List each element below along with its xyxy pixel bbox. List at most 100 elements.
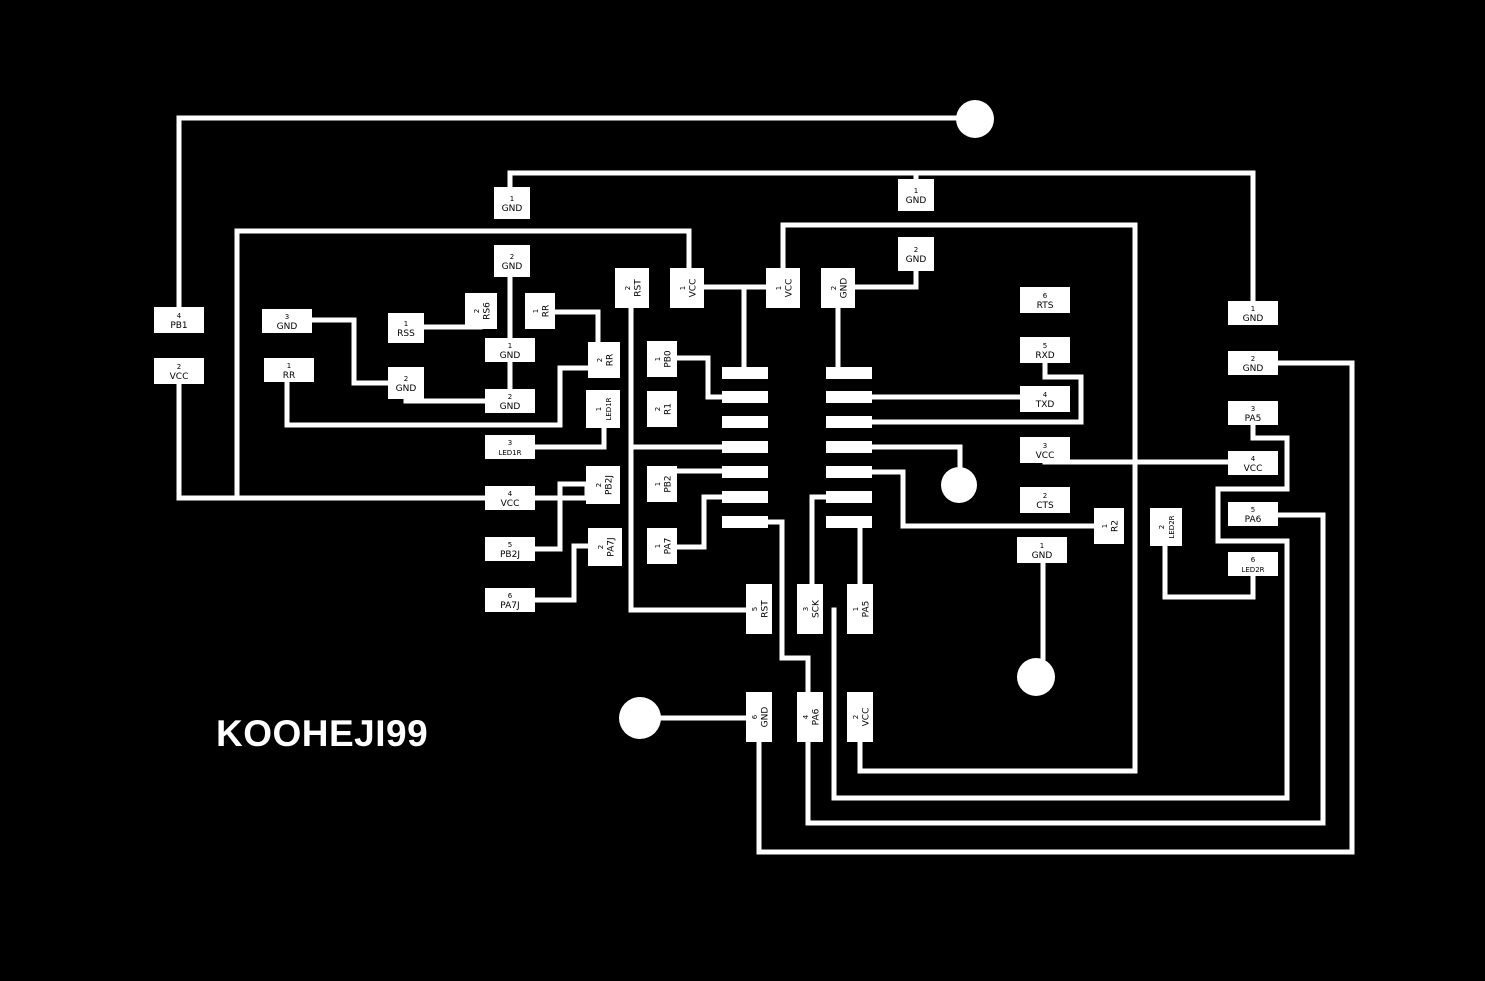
- ic-pin: [826, 367, 872, 379]
- pad-name: RSS: [397, 329, 415, 339]
- pad-number: 1: [775, 286, 783, 290]
- smd-pad: [388, 313, 424, 343]
- smd-pad: [485, 537, 535, 561]
- smd-pad: [154, 307, 204, 333]
- trace: [176, 368, 513, 501]
- trace: [1162, 525, 1256, 600]
- pad-number: 4: [802, 714, 810, 719]
- smd-pad: [1228, 301, 1278, 325]
- pad-name: GND: [906, 196, 927, 206]
- smd-pad: [586, 466, 620, 504]
- pad-number: 2: [654, 407, 662, 411]
- smd-pad: [847, 584, 873, 634]
- ic-pin: [722, 466, 768, 478]
- pad-number: 3: [285, 313, 289, 321]
- pad-number: 1: [287, 362, 291, 370]
- smd-pad: [1017, 537, 1067, 563]
- pad-name: PA7J: [607, 537, 617, 556]
- smd-pad: [264, 358, 314, 382]
- smd-pad: [797, 692, 823, 742]
- mounting-pad: [1017, 658, 1055, 696]
- pad-name: GND: [502, 204, 523, 214]
- smd-pad: [485, 389, 535, 413]
- trace: [741, 519, 811, 721]
- pad-number: 2: [510, 253, 514, 261]
- ic-pin: [826, 491, 872, 503]
- mounting-pad: [619, 697, 661, 739]
- pad-number: 1: [654, 544, 662, 548]
- pad-name: GND: [500, 351, 521, 361]
- smd-pad: [615, 268, 649, 308]
- pad-name: LED1R: [605, 397, 613, 420]
- pad-number: 6: [508, 592, 513, 600]
- smd-pad: [388, 367, 424, 399]
- pad-number: 2: [1043, 492, 1047, 500]
- ic-pin: [722, 416, 768, 428]
- ic-pin: [826, 466, 872, 478]
- trace: [700, 284, 771, 376]
- smd-pad: [1150, 508, 1182, 546]
- pad-number: 3: [802, 607, 810, 611]
- smd-pad: [1228, 502, 1278, 526]
- smd-pad: [766, 268, 800, 308]
- smd-pad: [588, 342, 620, 378]
- pad-number: 6: [751, 714, 759, 719]
- pad-number: 6: [1043, 292, 1048, 300]
- smd-pad: [1020, 437, 1070, 463]
- pad-number: 3: [1251, 405, 1255, 413]
- smd-pad: [485, 338, 535, 362]
- smd-pad: [647, 391, 677, 427]
- pad-number: 1: [852, 607, 860, 611]
- pad-name: VCC: [689, 279, 699, 298]
- pad-name: PA7J: [500, 601, 519, 611]
- ic-pin: [722, 391, 768, 403]
- smd-pad: [1228, 552, 1278, 576]
- smd-pad: [647, 341, 677, 377]
- pad-name: RST: [634, 279, 644, 297]
- smd-pad: [1020, 386, 1070, 412]
- pad-number: 4: [1251, 455, 1256, 463]
- through-hole-pads: [619, 100, 1055, 739]
- smd-pad: [1094, 508, 1124, 544]
- smd-pad: [647, 466, 677, 502]
- pad-number: 2: [508, 393, 512, 401]
- pad-number: 1: [508, 342, 512, 350]
- trace: [845, 347, 1084, 425]
- smd-pad: [746, 584, 772, 634]
- pad-number: 2: [595, 483, 603, 487]
- pad-name: LED2R: [1241, 566, 1264, 574]
- smd-pad: [485, 435, 535, 459]
- pad-name: SCK: [812, 599, 822, 618]
- pad-name: RST: [761, 600, 771, 618]
- pad-number: 3: [1043, 442, 1047, 450]
- smd-pad: [797, 584, 823, 634]
- smd-pad: [1020, 487, 1070, 513]
- pad-name: RXD: [1035, 351, 1054, 361]
- pad-name: RR: [606, 354, 616, 367]
- smd-pad: [586, 390, 620, 428]
- ic-footprint: [722, 367, 872, 528]
- pad-name: PB2J: [605, 475, 615, 495]
- pad-name: PA7: [664, 538, 674, 555]
- smd-pad: [1228, 451, 1278, 475]
- pad-name: LED2R: [1168, 515, 1176, 538]
- pad-name: GND: [761, 707, 771, 728]
